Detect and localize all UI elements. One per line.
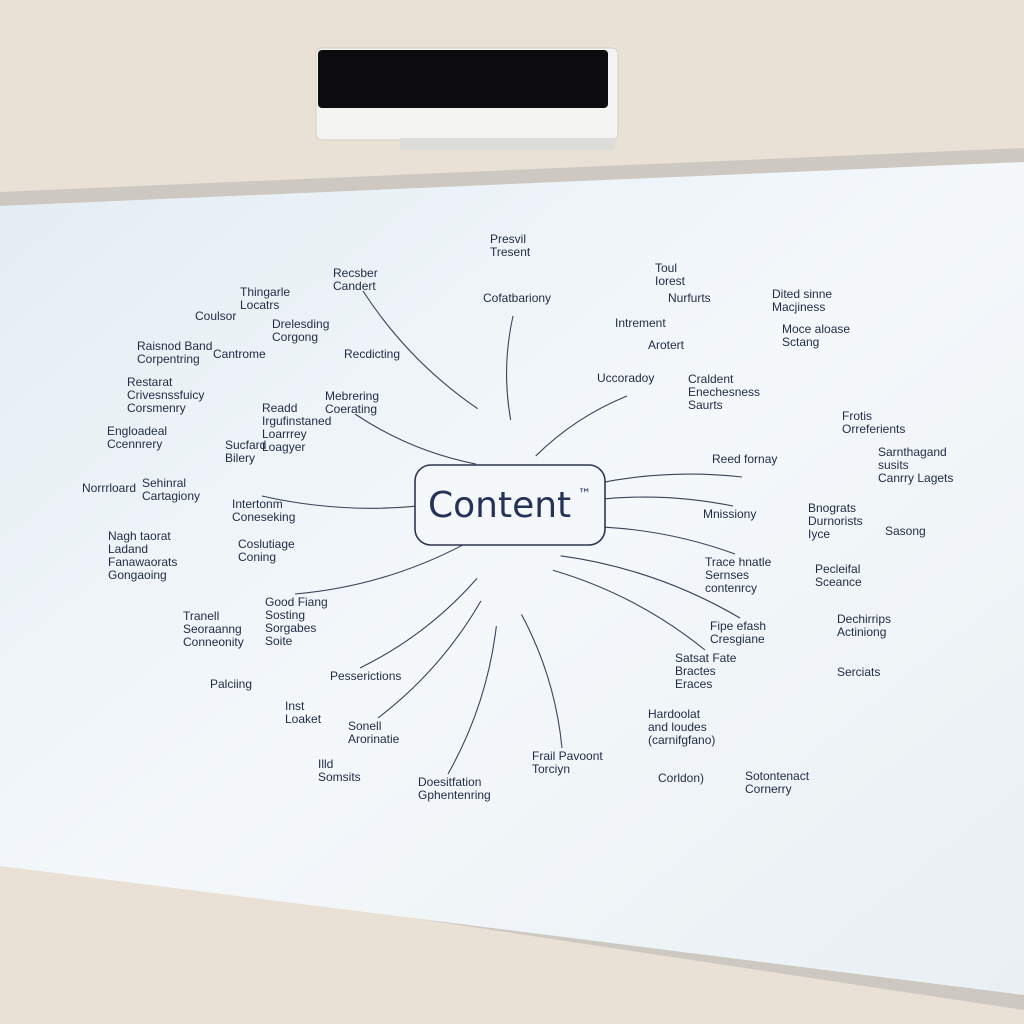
projector	[315, 47, 619, 150]
whiteboard-surface	[0, 162, 1024, 995]
connector-line	[294, 544, 463, 595]
connector-line	[560, 555, 741, 619]
trademark-mark: ™	[578, 487, 591, 502]
node-label: Reed fornay	[712, 452, 777, 466]
connector-line	[520, 614, 563, 749]
center-node: Content ™	[414, 464, 606, 546]
connector-lines	[261, 290, 743, 775]
connector-line	[552, 569, 706, 651]
node-label: Arotert	[648, 338, 685, 352]
node-label: Recdicting	[344, 347, 400, 361]
connector-line	[377, 600, 482, 719]
node-label: Pesserictions	[330, 669, 401, 683]
connector-line	[447, 625, 497, 775]
node-label: Cofatbariony	[483, 291, 551, 305]
node-label: Coulsor	[195, 309, 236, 323]
node-label: Cantrome	[213, 347, 266, 361]
node-label: Norrrloard	[82, 481, 136, 495]
node-label: Serciats	[837, 665, 880, 679]
node-label: Nurfurts	[668, 291, 711, 305]
center-label: Content	[428, 485, 571, 526]
node-label: Intrement	[615, 316, 666, 330]
node-label: Uccoradoy	[597, 371, 654, 385]
node-label: Sasong	[885, 524, 926, 538]
connector-line	[506, 315, 514, 421]
connector-line	[535, 395, 628, 457]
connector-line	[359, 577, 478, 669]
node-label: Palciing	[210, 677, 252, 691]
node-label: Mnissiony	[703, 507, 756, 521]
connector-line	[354, 413, 477, 465]
connector-line	[362, 290, 478, 410]
node-label: Corldon)	[658, 771, 704, 785]
